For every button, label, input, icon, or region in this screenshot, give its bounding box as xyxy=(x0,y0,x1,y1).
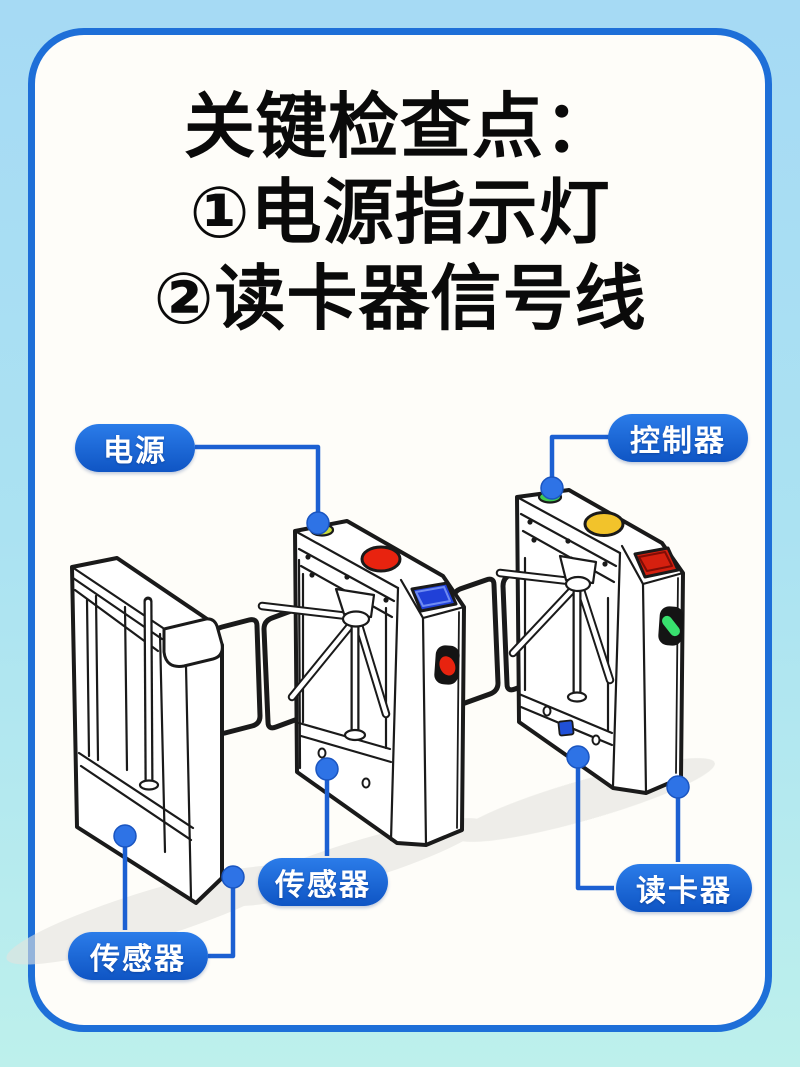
reader-dot-a xyxy=(566,745,590,769)
callout-connectors xyxy=(122,434,681,959)
label-card-reader: 读卡器 xyxy=(616,864,752,912)
right-tripod-arms xyxy=(495,568,615,703)
right-yellow-button xyxy=(583,511,625,537)
title-line-1: 关键检查点： xyxy=(183,85,616,168)
page-title: 关键检查点： ①电源指示灯 ②读卡器信号线 xyxy=(0,84,800,342)
left-gate-corner-cap xyxy=(162,617,224,668)
sensor-left-dot-b xyxy=(221,865,245,889)
middle-hub xyxy=(341,610,371,628)
controller-dot xyxy=(540,476,564,500)
label-sensor-left: 传感器 xyxy=(68,932,208,980)
right-pole-foot xyxy=(566,691,588,703)
right-hub-bracket xyxy=(558,554,598,585)
right-blue-port xyxy=(557,719,575,737)
title-line-3: ②读卡器信号线 xyxy=(153,257,647,340)
middle-side-indicator xyxy=(434,645,460,685)
power-dot xyxy=(306,511,330,535)
middle-turnstile xyxy=(257,519,466,847)
label-sensor-middle: 传感器 xyxy=(258,858,388,906)
title-line-2: ①电源指示灯 xyxy=(189,171,611,254)
reader-connector-a xyxy=(575,759,614,891)
right-side-indicator xyxy=(658,606,684,646)
callout-dots xyxy=(113,476,690,889)
right-turnstile xyxy=(495,488,685,795)
power-connector xyxy=(195,444,321,519)
middle-pole-foot xyxy=(343,728,367,742)
reader-dot-b xyxy=(666,775,690,799)
label-controller: 控制器 xyxy=(608,414,748,462)
sensor-left-connector-b xyxy=(208,880,236,959)
controller-connector xyxy=(549,434,610,484)
sensor-middle-dot xyxy=(315,757,339,781)
sensor-left-dot-a xyxy=(113,824,137,848)
middle-red-button xyxy=(360,545,402,573)
middle-hub-bracket xyxy=(334,587,376,619)
right-hub xyxy=(564,575,592,593)
left-gate-frame xyxy=(70,556,224,905)
label-power: 电源 xyxy=(75,424,195,472)
middle-tripod-arms xyxy=(257,601,391,742)
left-gate-pole-foot xyxy=(138,779,160,791)
